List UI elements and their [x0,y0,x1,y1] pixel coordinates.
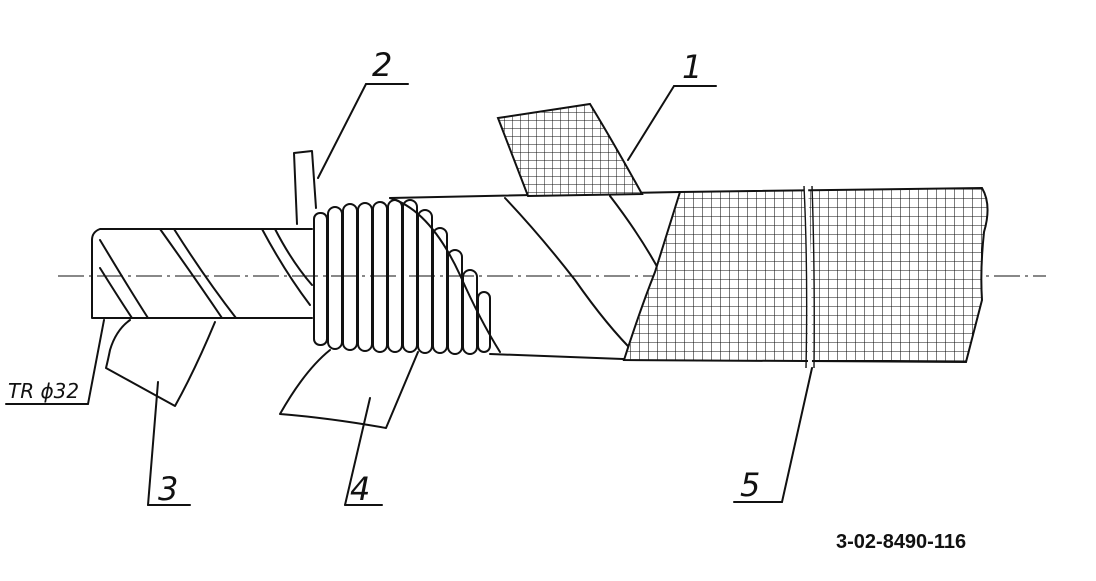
drawing-number: 3-02-8490-116 [836,531,966,553]
label-2: 2 [372,46,392,84]
label-4-group: 4 [344,397,383,508]
label-3-group: 3 [147,381,191,508]
dimension-note: TR ϕ32 [8,379,79,403]
label-1: 1 [682,48,702,86]
label-2-group: 2 [317,46,409,179]
mesh-tape-1 [496,102,644,198]
tape-3 [105,319,216,407]
coil-winding [313,199,491,355]
binding-wire [804,185,812,369]
label-3: 3 [158,470,178,508]
mesh-braid-layer [622,186,989,364]
tape-4 [279,349,419,429]
label-5: 5 [740,466,760,504]
conductor-core [91,228,313,319]
label-1-group: 1 [627,48,717,161]
dimension-note-group: TR ϕ32 [5,319,105,405]
tape-2 [293,150,317,225]
label-4: 4 [350,470,370,508]
label-5-group: 5 [733,367,813,504]
